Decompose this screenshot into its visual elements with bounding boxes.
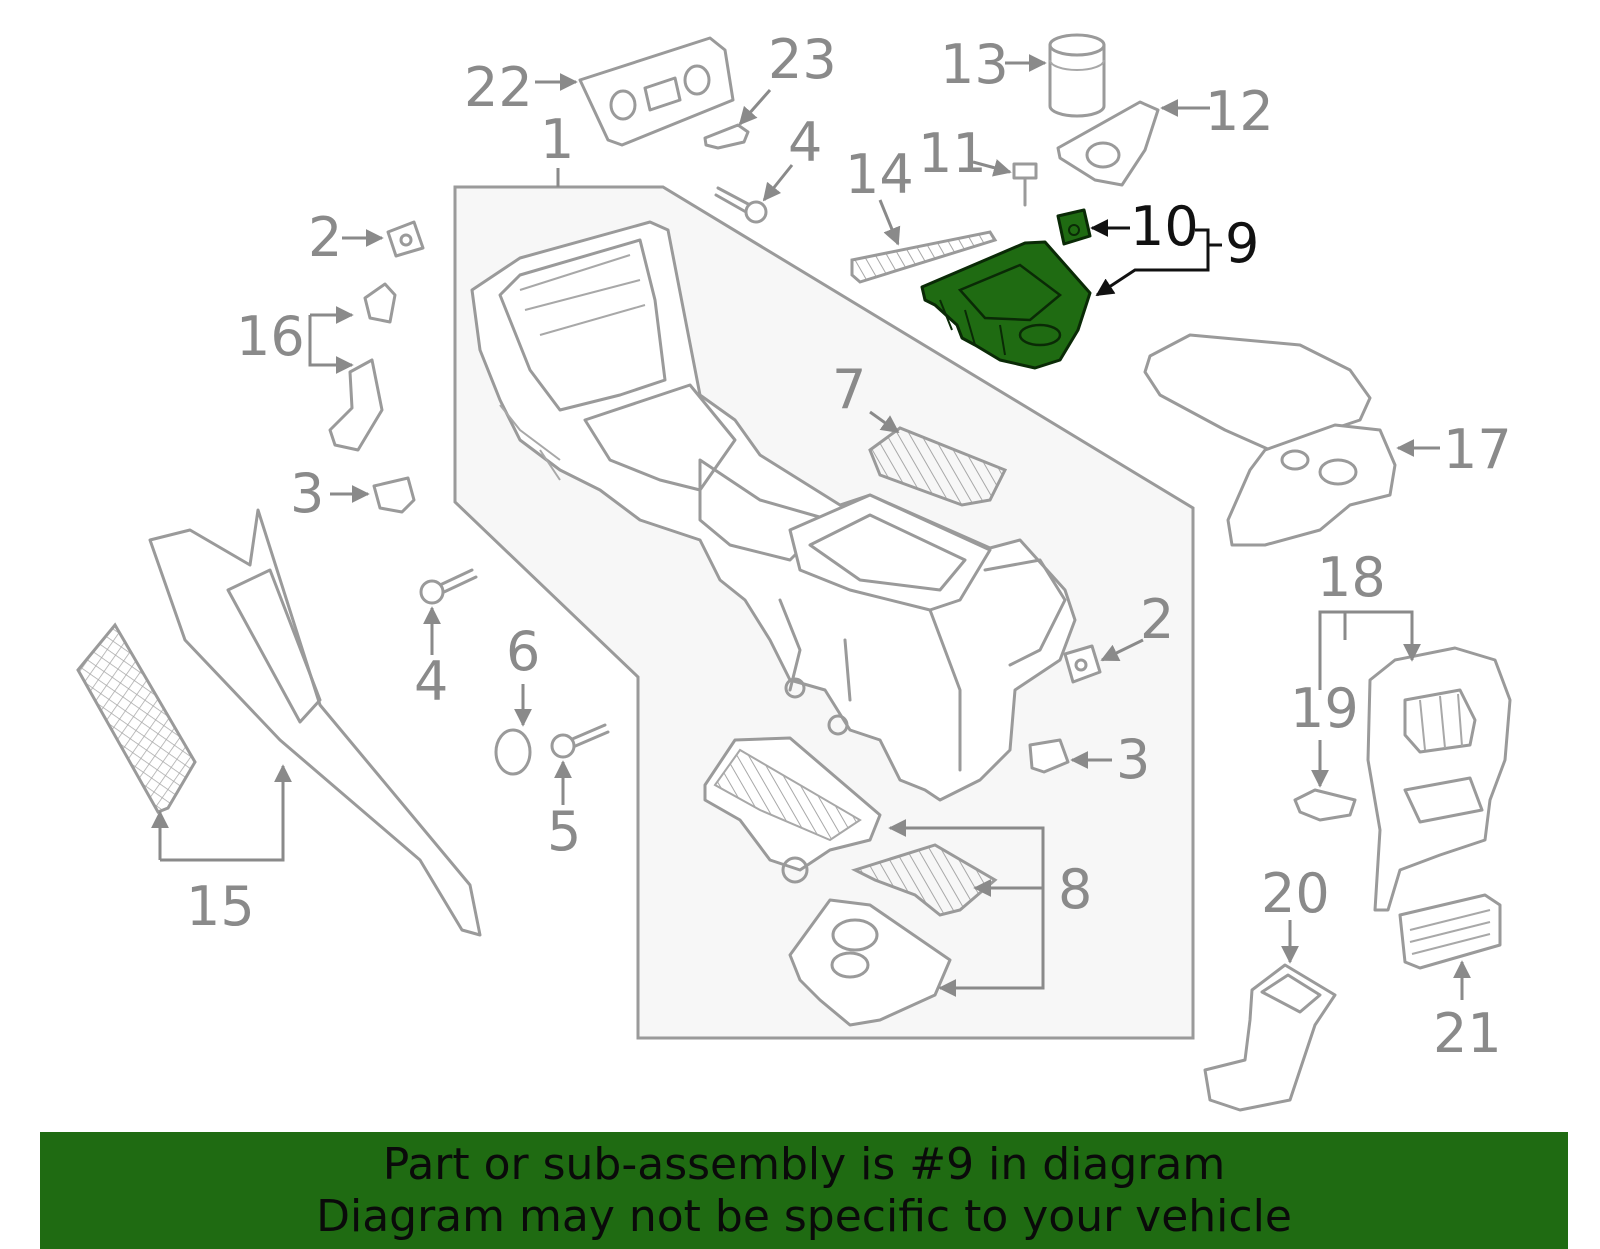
mat-part-8-middle — [851, 843, 998, 917]
callout-10: 10 — [1130, 195, 1199, 258]
callout-20: 20 — [1261, 862, 1330, 925]
info-banner: Part or sub-assembly is #9 in diagram Di… — [40, 1132, 1568, 1249]
callout-4-upper: 4 — [788, 111, 822, 174]
clip-part-3-left — [372, 476, 416, 514]
callout-4-lower: 4 — [414, 650, 448, 713]
callout-21: 21 — [1433, 1002, 1502, 1065]
trim-part-12 — [1056, 100, 1160, 187]
cup-part-13 — [1048, 33, 1106, 118]
vent-part-21 — [1398, 893, 1502, 970]
callout-6: 6 — [506, 620, 540, 683]
callout-2-upper: 2 — [308, 206, 342, 269]
center-console-body — [470, 220, 1077, 802]
callout-19: 19 — [1290, 677, 1359, 740]
screw-part-5 — [550, 723, 610, 759]
callout-8: 8 — [1058, 858, 1092, 921]
rear-vent-part-18 — [1366, 646, 1512, 912]
bracket-part-16-lower — [328, 358, 384, 452]
mat-part-7 — [868, 426, 1008, 507]
callout-22: 22 — [464, 56, 533, 119]
callout-16: 16 — [236, 305, 305, 368]
bracket-part-16-upper — [363, 282, 397, 324]
bolt-part-11 — [1012, 162, 1038, 207]
callout-14: 14 — [845, 143, 914, 206]
tray-part-8-upper — [703, 736, 882, 884]
clip-part-3-right — [1028, 738, 1070, 774]
banner-line-disclaimer: Diagram may not be specific to your vehi… — [316, 1190, 1292, 1242]
callout-3-right: 3 — [1116, 728, 1150, 791]
callout-5: 5 — [547, 800, 581, 863]
clip-part-2-upper — [386, 220, 425, 258]
cupholder-part-8-lower — [788, 898, 952, 1027]
clip-part-2-lower — [1063, 644, 1102, 684]
banner-line-part: Part or sub-assembly is #9 in diagram — [382, 1138, 1226, 1190]
control-panel-part-22 — [578, 36, 735, 147]
plug-part-6 — [494, 728, 532, 776]
callout-11: 11 — [918, 122, 987, 185]
clip-part-10 — [1056, 208, 1092, 246]
side-trim-part-15 — [76, 508, 482, 937]
callout-9: 9 — [1225, 212, 1259, 275]
callout-3-left: 3 — [290, 462, 324, 525]
armrest-part-17 — [1143, 333, 1397, 547]
callout-2-lower: 2 — [1140, 588, 1174, 651]
callout-15: 15 — [186, 875, 255, 938]
console-insert-part-9 — [920, 240, 1092, 370]
callout-13: 13 — [940, 33, 1009, 96]
callout-1: 1 — [540, 108, 574, 171]
callout-18: 18 — [1317, 546, 1386, 609]
callout-12: 12 — [1205, 80, 1274, 143]
callout-7: 7 — [832, 358, 866, 421]
callout-23: 23 — [768, 28, 837, 91]
screw-part-4-upper — [714, 186, 768, 224]
clip-part-19 — [1293, 788, 1357, 822]
strip-part-14 — [850, 230, 998, 284]
screw-part-4-lower — [419, 568, 478, 605]
duct-part-20 — [1203, 963, 1337, 1112]
clip-part-23 — [703, 123, 750, 150]
callout-17: 17 — [1443, 418, 1512, 481]
